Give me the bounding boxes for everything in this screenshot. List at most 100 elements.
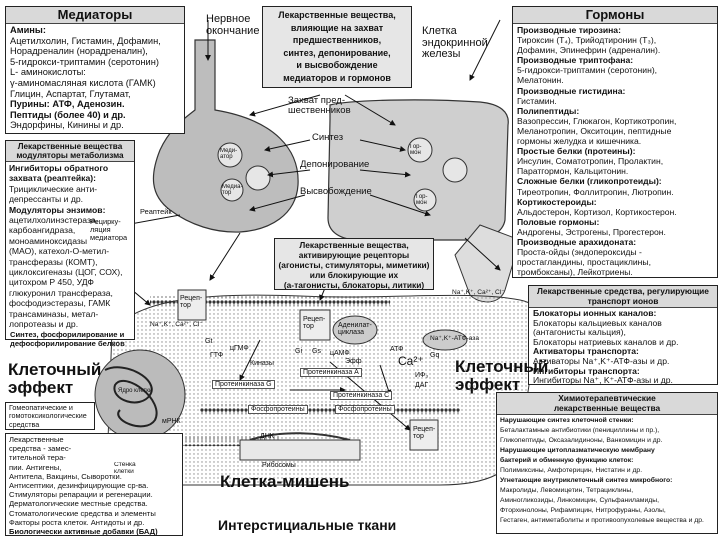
nucleus-label: Ядро клетки: [118, 388, 153, 394]
med-lines-line: Норадреналин (норадреналин),: [10, 46, 148, 57]
transport-list: Блокаторы ионных каналов:Блокаторы кальц…: [529, 308, 717, 385]
horm-lines-line: гормоны желудка и кишечника.: [517, 136, 642, 147]
horm-lines-line: Производные триптофана:: [517, 55, 634, 66]
hormones-panel: Гормоны Производные тирозина:Тироксин (Т…: [512, 6, 718, 278]
horm-lines-line: Полипептиды:: [517, 105, 580, 116]
horm-lines-line: Производные тирозина:: [517, 25, 621, 35]
trans-lines-line: Ингибиторы Na⁺, K⁺-АТФ-азы и др.: [533, 376, 673, 385]
mediator-vesicle-label: Медиа-тор: [222, 184, 243, 197]
chemo-lines-line: Нарушающие цитоплазматическую мембрану: [500, 447, 655, 455]
gt-label: Gt: [205, 338, 213, 345]
chemo-lines-line: Нарушающие синтез клеточной стенки:: [500, 417, 634, 425]
mod-lines-line: Трициклические анти-: [9, 183, 98, 194]
precursors-uptake-label: Захват пред-шественников: [288, 96, 351, 116]
deposition-label: Депонирование: [300, 159, 370, 170]
center-lines-line: влияющие на захват: [290, 22, 384, 33]
rec-lines-line: или блокирующие их: [309, 270, 399, 280]
phosphoproteins-bottom-label: Фосфопротеины: [335, 405, 395, 415]
atf-label: АТФ: [390, 346, 404, 353]
chemo-lines-line: Угнетающие внутриклеточный синтез микроб…: [500, 477, 673, 485]
trans-lines-line: Блокаторы натриевых каналов и др.: [533, 337, 679, 347]
protein-kinase-c-label: Протеинкиназа С: [330, 391, 393, 401]
mod-lines-line: Ингибиторы обратного: [9, 163, 109, 173]
mod-lines-line: ацетилхолинэстераза,: [9, 215, 99, 226]
cgmp-label: цГМФ: [230, 345, 249, 352]
trans-lines-line: (антагонисты кальция),: [533, 328, 626, 338]
center-drugs-panel: Лекарственные вещества,влияющие на захва…: [262, 6, 412, 88]
horm-lines-line: Производные гистидина:: [517, 85, 626, 96]
ll-lines-line: Биологически активные добавки (БАД): [9, 527, 158, 536]
chemo-panel: Химиотерапевтические лекарственные вещес…: [496, 392, 718, 534]
mod-lines-line: (МАО), катехол-О-метил-: [9, 246, 110, 257]
homeo-lines-line: Гомеопатические и: [9, 404, 73, 412]
mod-lines-line: цитохром Р 450, УДФ: [9, 277, 94, 288]
horm-lines-line: тромбоксаны), Лейкотриены.: [517, 267, 633, 278]
horm-lines-line: 5-гидрокси-триптамин (серотонин),: [517, 65, 658, 76]
dag-label: ДАГ: [415, 382, 429, 389]
horm-lines-line: Андрогены, Эстрогены, Прогестерон.: [517, 226, 666, 237]
ll-lines-line: Антитела, Вакцины, Сыворотки.: [9, 471, 122, 481]
rec-lines-line: Лекарственные вещества,: [299, 240, 409, 250]
med-lines-line: Пурины: АТФ, Аденозин.: [10, 99, 125, 110]
mod-lines-line: трансаминазы, метал-: [9, 308, 99, 319]
receptor-bottom-label: Рецеп-тор: [413, 426, 436, 441]
ll-lines-line: Стоматологические средства и элементы: [9, 508, 156, 518]
ll-lines-line: Стимуляторы репарации и регенерации.: [9, 490, 153, 500]
med-lines-line: Глицин, Аспартат, Глутамат,: [10, 88, 131, 99]
horm-lines-line: Кортикостероиды:: [517, 196, 597, 207]
mediators-title: Медиаторы: [6, 7, 184, 24]
trans-lines-line: Ингибиторы транспорта:: [533, 366, 640, 376]
mod-lines-line: депрессанты и др.: [9, 194, 83, 205]
release-label: Высвобождение: [300, 186, 372, 197]
gq-label: Gq: [430, 352, 440, 359]
rec-lines-line: (а-тагонисты, блокаторы, литики): [283, 280, 425, 290]
ll-lines-line: Антисептики, дезинфицирующие ср-ва.: [9, 481, 149, 491]
trans-lines-line: Блокаторы кальциевых каналов: [533, 318, 662, 328]
dna-label: ДНК: [260, 433, 274, 440]
mod-lines-line: лопротеазы и др.: [9, 319, 79, 330]
horm-lines-line: Инсулин, Соматотропин, Пролактин,: [517, 156, 664, 167]
adenylate-cyclase-label: Аденилат-циклаза: [338, 322, 372, 337]
gi-label: Gi: [295, 348, 302, 355]
chemo-lines-line: Беталактамные антибиотики (пенициллины и…: [500, 427, 660, 435]
receptor-left-label: Рецеп-тор: [180, 295, 203, 310]
trans-lines-line: Активаторы Na⁺,K⁺-АТФ-азы и др.: [533, 356, 670, 366]
ll-lines-line: средства - замес-: [9, 444, 72, 454]
center-drugs-text: Лекарственные вещества,влияющие на захва…: [263, 7, 411, 87]
med-lines-line: L- аминокислоты:: [10, 67, 86, 78]
ll-lines-line: пии. Антигены,: [9, 462, 62, 472]
horm-lines-line: Простые белки (протеины):: [517, 146, 636, 157]
chemo-lines-line: бактерий и обменную функцию клеток:: [500, 457, 634, 465]
receptor-drugs-panel: Лекарственные вещества,активирующие реце…: [274, 238, 434, 290]
reuptake-label: Реаптейк: [140, 207, 172, 216]
mod-lines-line: фосфодиэстеразы, ГАМК: [9, 298, 111, 309]
calcium-ion-label: Ca²⁺: [398, 354, 424, 368]
atp-pump-label: Na⁺,K⁺-АТФ-аза: [430, 335, 479, 342]
receptor-mid-label: Рецеп-тор: [303, 316, 326, 331]
chemo-title: Химиотерапевтические лекарственные вещес…: [497, 393, 717, 416]
chemo-lines-line: Фторхинолоны, Рифампицин, Нитрофураны, А…: [500, 507, 666, 515]
modulators-title: Лекарственные вещества модуляторы метабо…: [6, 141, 134, 162]
ll-lines-line: тительной тера-: [9, 453, 66, 463]
homeo-lines-line: гомотоксикологические: [9, 412, 87, 421]
protein-kinase-a-label: Протеинкиназа А: [300, 368, 362, 378]
horm-lines-line: Проста-ойды (эндопероксиды -: [517, 247, 642, 258]
center-lines-line: синтез, депонирование,: [283, 47, 391, 58]
ll-lines-line: Дерматологические местные средства.: [9, 499, 148, 509]
mrna-label: мРНК: [162, 418, 181, 425]
receptor-drugs-text: Лекарственные вещества,активирующие реце…: [275, 239, 433, 290]
mod-lines-line: моноаминоксидазы: [9, 235, 87, 246]
hormone-vesicle-label: Гор-мон: [416, 194, 428, 207]
modulators-panel: Лекарственные вещества модуляторы метабо…: [5, 140, 135, 340]
med-lines-line: Амины:: [10, 25, 46, 35]
ions-left-label: Na⁺,K⁺, Ca²⁺, Cl⁻: [150, 321, 203, 328]
mod-lines-line: глюкуронил трансфераза,: [9, 287, 113, 298]
